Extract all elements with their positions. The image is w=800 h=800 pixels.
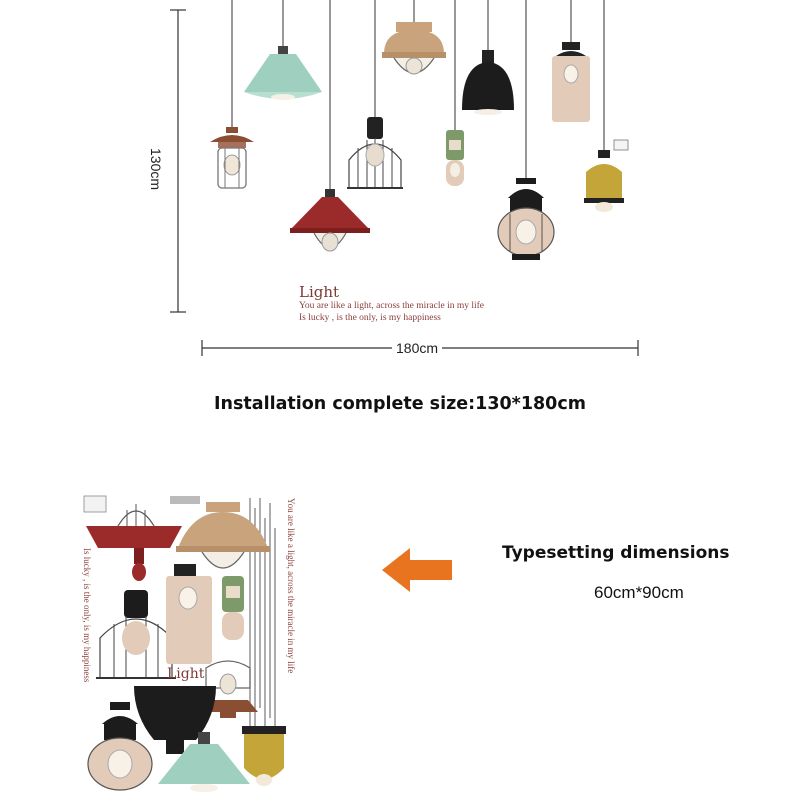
typesetting-title: Typesetting dimensions	[502, 543, 730, 563]
width-label: 180cm	[392, 340, 443, 356]
tagline-line-2: Is lucky , is the only, is my happiness	[299, 313, 441, 323]
tagline-line-1: You are like a light, across the miracle…	[299, 301, 485, 311]
sheet-vertical-tagline-right: You are like a light, across the miracle…	[286, 498, 296, 674]
olive-lantern-lamp	[446, 130, 464, 186]
sheet-vertical-tagline-left: Is lucky , is the only, is my happiness	[82, 548, 92, 683]
arrow-left-icon	[382, 548, 452, 592]
wall-sticker-preview	[170, 0, 639, 356]
beige-cylinder-lamp	[552, 42, 590, 122]
typesetting-size: 60cm*90cm	[594, 583, 684, 602]
sticker-sheet-layout	[83, 495, 286, 792]
red-shade-lamp	[290, 189, 370, 252]
tan-dome-lamp	[382, 22, 446, 75]
sheet-light-title-text: Light	[167, 666, 205, 682]
black-lantern-lamp	[497, 178, 555, 260]
installation-size-caption: Installation complete size:130*180cm	[214, 394, 586, 414]
height-label: 130cm	[148, 148, 164, 191]
pendant-cords	[231, 0, 605, 190]
birdcage-lamp	[347, 117, 403, 189]
switch-sticker	[613, 139, 629, 151]
light-title-text: Light	[299, 283, 340, 301]
height-dimension-line	[170, 9, 186, 313]
copper-cage-lamp	[210, 127, 254, 189]
black-dome-lamp	[462, 50, 514, 115]
mint-shade-lamp	[244, 46, 322, 100]
mustard-lamp	[584, 150, 624, 212]
